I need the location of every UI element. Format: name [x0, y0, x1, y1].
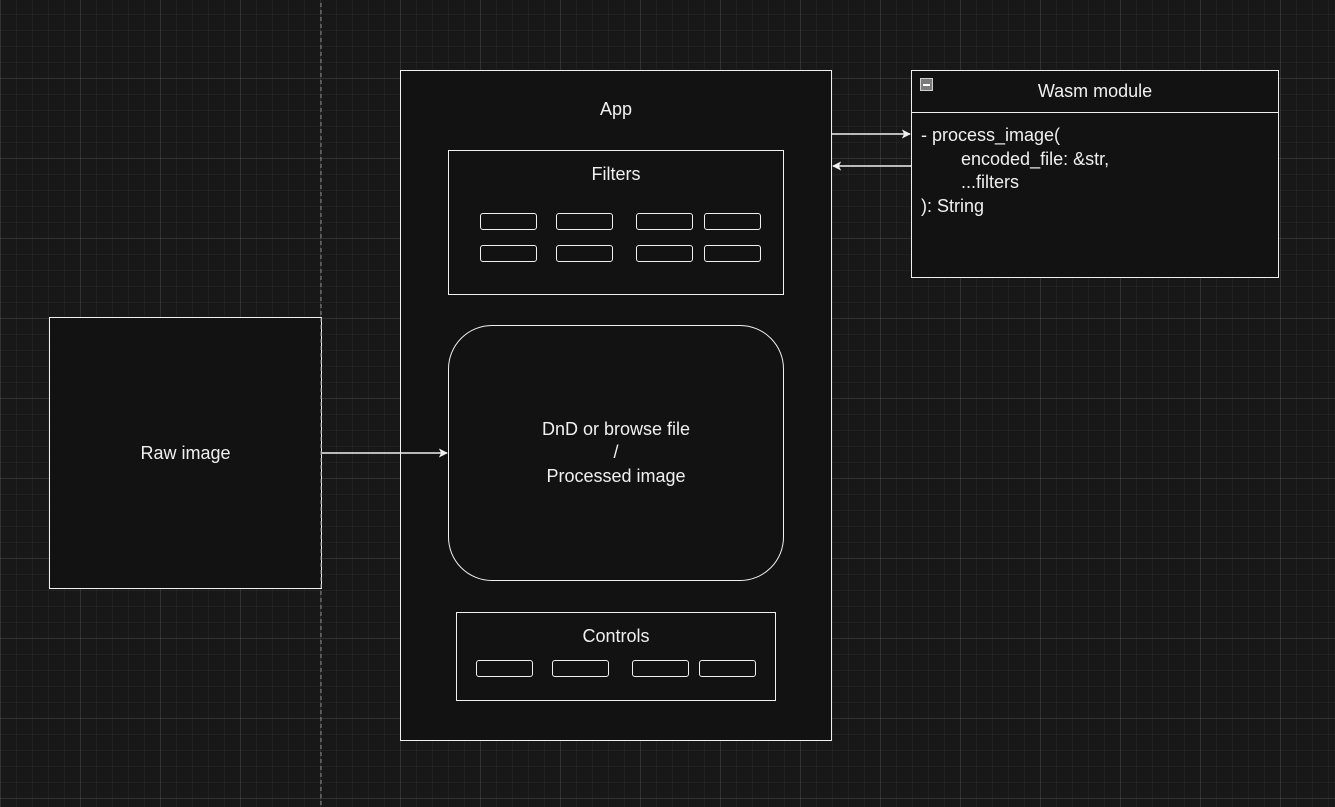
- raw-image-box[interactable]: Raw image: [49, 317, 322, 589]
- member-line: encoded_file: &str,: [921, 148, 1110, 169]
- control-button[interactable]: [552, 660, 609, 677]
- wasm-module-title: Wasm module: [1037, 81, 1153, 101]
- filter-button[interactable]: [556, 245, 613, 262]
- filter-button[interactable]: [704, 245, 761, 262]
- app-title: App: [599, 99, 633, 119]
- drop-zone-line: /: [613, 442, 619, 463]
- control-button[interactable]: [476, 660, 533, 677]
- member-line: ): String: [921, 195, 985, 216]
- drop-zone-line: Processed image: [546, 465, 686, 486]
- raw-image-label: Raw image: [140, 442, 231, 463]
- filter-button[interactable]: [636, 213, 693, 230]
- drop-zone-line: DnD or browse file: [541, 418, 691, 439]
- controls-panel[interactable]: Controls: [456, 612, 776, 701]
- control-button[interactable]: [632, 660, 689, 677]
- filter-button[interactable]: [480, 213, 537, 230]
- filter-button[interactable]: [480, 245, 537, 262]
- filter-button[interactable]: [556, 213, 613, 230]
- filter-button[interactable]: [704, 213, 761, 230]
- controls-title: Controls: [582, 626, 650, 646]
- wasm-module-header: Wasm module: [912, 71, 1278, 113]
- member-line: ...filters: [921, 172, 1020, 192]
- control-button[interactable]: [699, 660, 756, 677]
- member-line: - process_image(: [921, 125, 1061, 145]
- filters-title: Filters: [591, 164, 641, 184]
- wasm-module-box[interactable]: Wasm module - process_image( encoded_fil…: [911, 70, 1279, 278]
- drop-zone[interactable]: DnD or browse file / Processed image: [448, 325, 784, 581]
- wasm-module-members: - process_image( encoded_file: &str, ...…: [921, 124, 1109, 218]
- collapse-icon[interactable]: [920, 78, 933, 91]
- filter-button[interactable]: [636, 245, 693, 262]
